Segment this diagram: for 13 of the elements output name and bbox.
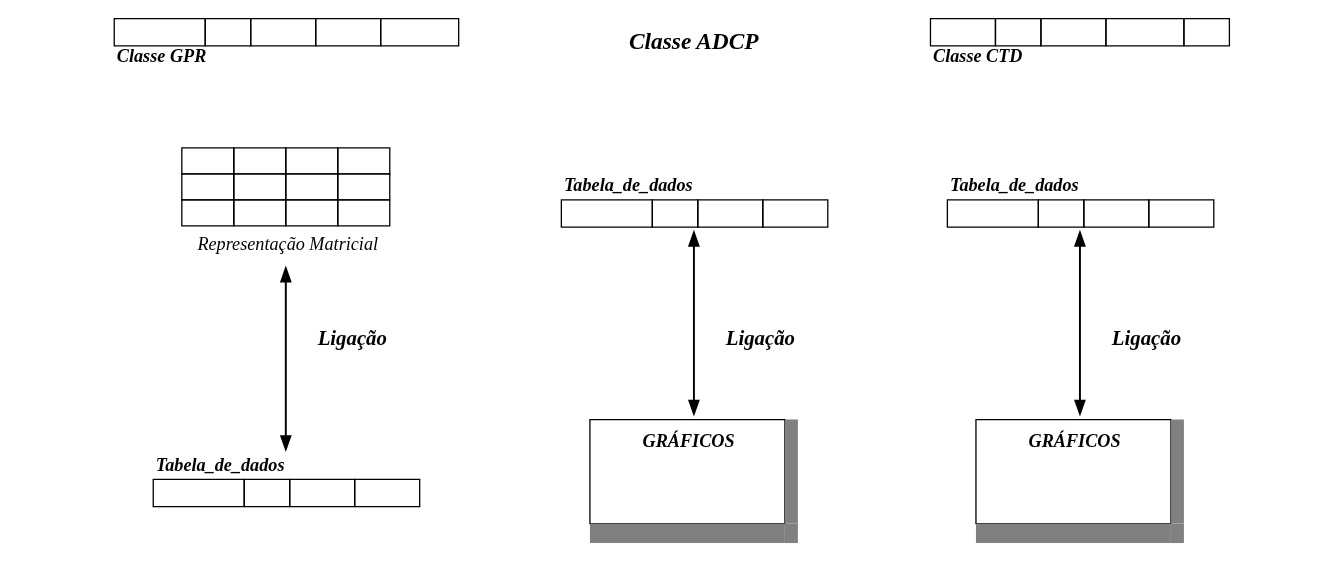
node-label: Tabela_de_dados	[949, 175, 1079, 196]
node-label: Classe GPR	[116, 45, 207, 66]
node-label: Tabela_de_dados	[563, 175, 693, 196]
label: Classe ADCP	[628, 28, 759, 55]
node-label: Classe CTD	[933, 45, 1023, 66]
edge-label: Ligação	[1111, 325, 1182, 349]
arrow	[688, 229, 700, 417]
node-label: Tabela_de_dados	[155, 454, 285, 475]
arrow	[1074, 229, 1086, 417]
node-label: Representação Matricial	[197, 233, 379, 254]
edge-label: Ligação	[725, 325, 796, 349]
edge-label: Ligação	[317, 325, 387, 349]
arrow	[279, 265, 292, 453]
